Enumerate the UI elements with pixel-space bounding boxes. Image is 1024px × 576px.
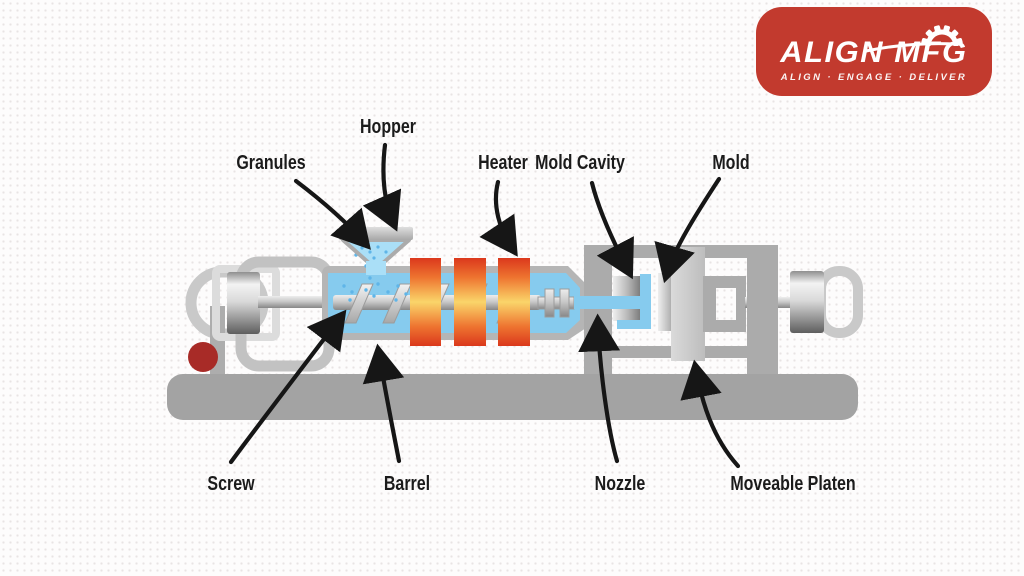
label-screw: Screw	[207, 473, 255, 495]
arrow-barrel	[362, 343, 405, 464]
arrow-nozzle	[578, 313, 621, 464]
moveable-platen-shape	[671, 247, 705, 361]
injection-piston	[227, 272, 260, 334]
clamp-piston	[790, 271, 824, 333]
right-cylinder-hoop	[816, 266, 863, 338]
arrow-moveable-platen	[680, 359, 741, 469]
stationary-platen	[584, 245, 612, 378]
brand-tagline: ALIGN · ENGAGE · DELIVER	[780, 72, 968, 83]
arrow-granules	[293, 178, 371, 250]
swoosh	[864, 42, 957, 53]
arrow-heater	[479, 179, 518, 257]
label-nozzle: Nozzle	[594, 473, 646, 495]
arrow-mold-cavity	[589, 180, 634, 280]
brand-title: ALIGN MFG	[780, 36, 968, 69]
arrow-screw	[228, 309, 347, 465]
clamp-rod-right	[778, 297, 794, 308]
clamp-bracket	[703, 276, 746, 332]
gear-icon	[864, 25, 963, 53]
label-heater: Heater	[478, 152, 528, 174]
mold-cavity-melt	[574, 274, 651, 329]
heater-bands	[410, 258, 530, 346]
label-mold-cavity: Mold Cavity	[535, 152, 625, 174]
label-barrel: Barrel	[383, 473, 431, 495]
injection-rod	[258, 296, 336, 308]
red-knob	[188, 342, 218, 372]
arrow-hopper	[362, 142, 402, 232]
brand-badge: ALIGN MFG ALIGN · ENGAGE · DELIVER	[756, 7, 992, 96]
label-granules: Granules	[236, 152, 306, 174]
arrow-mold	[654, 176, 722, 284]
label-moveable-platen: Moveable Platen	[730, 473, 856, 495]
label-hopper: Hopper	[360, 116, 416, 138]
machine-base	[167, 374, 858, 420]
label-mold: Mold	[712, 152, 750, 174]
right-support-column	[747, 245, 778, 376]
